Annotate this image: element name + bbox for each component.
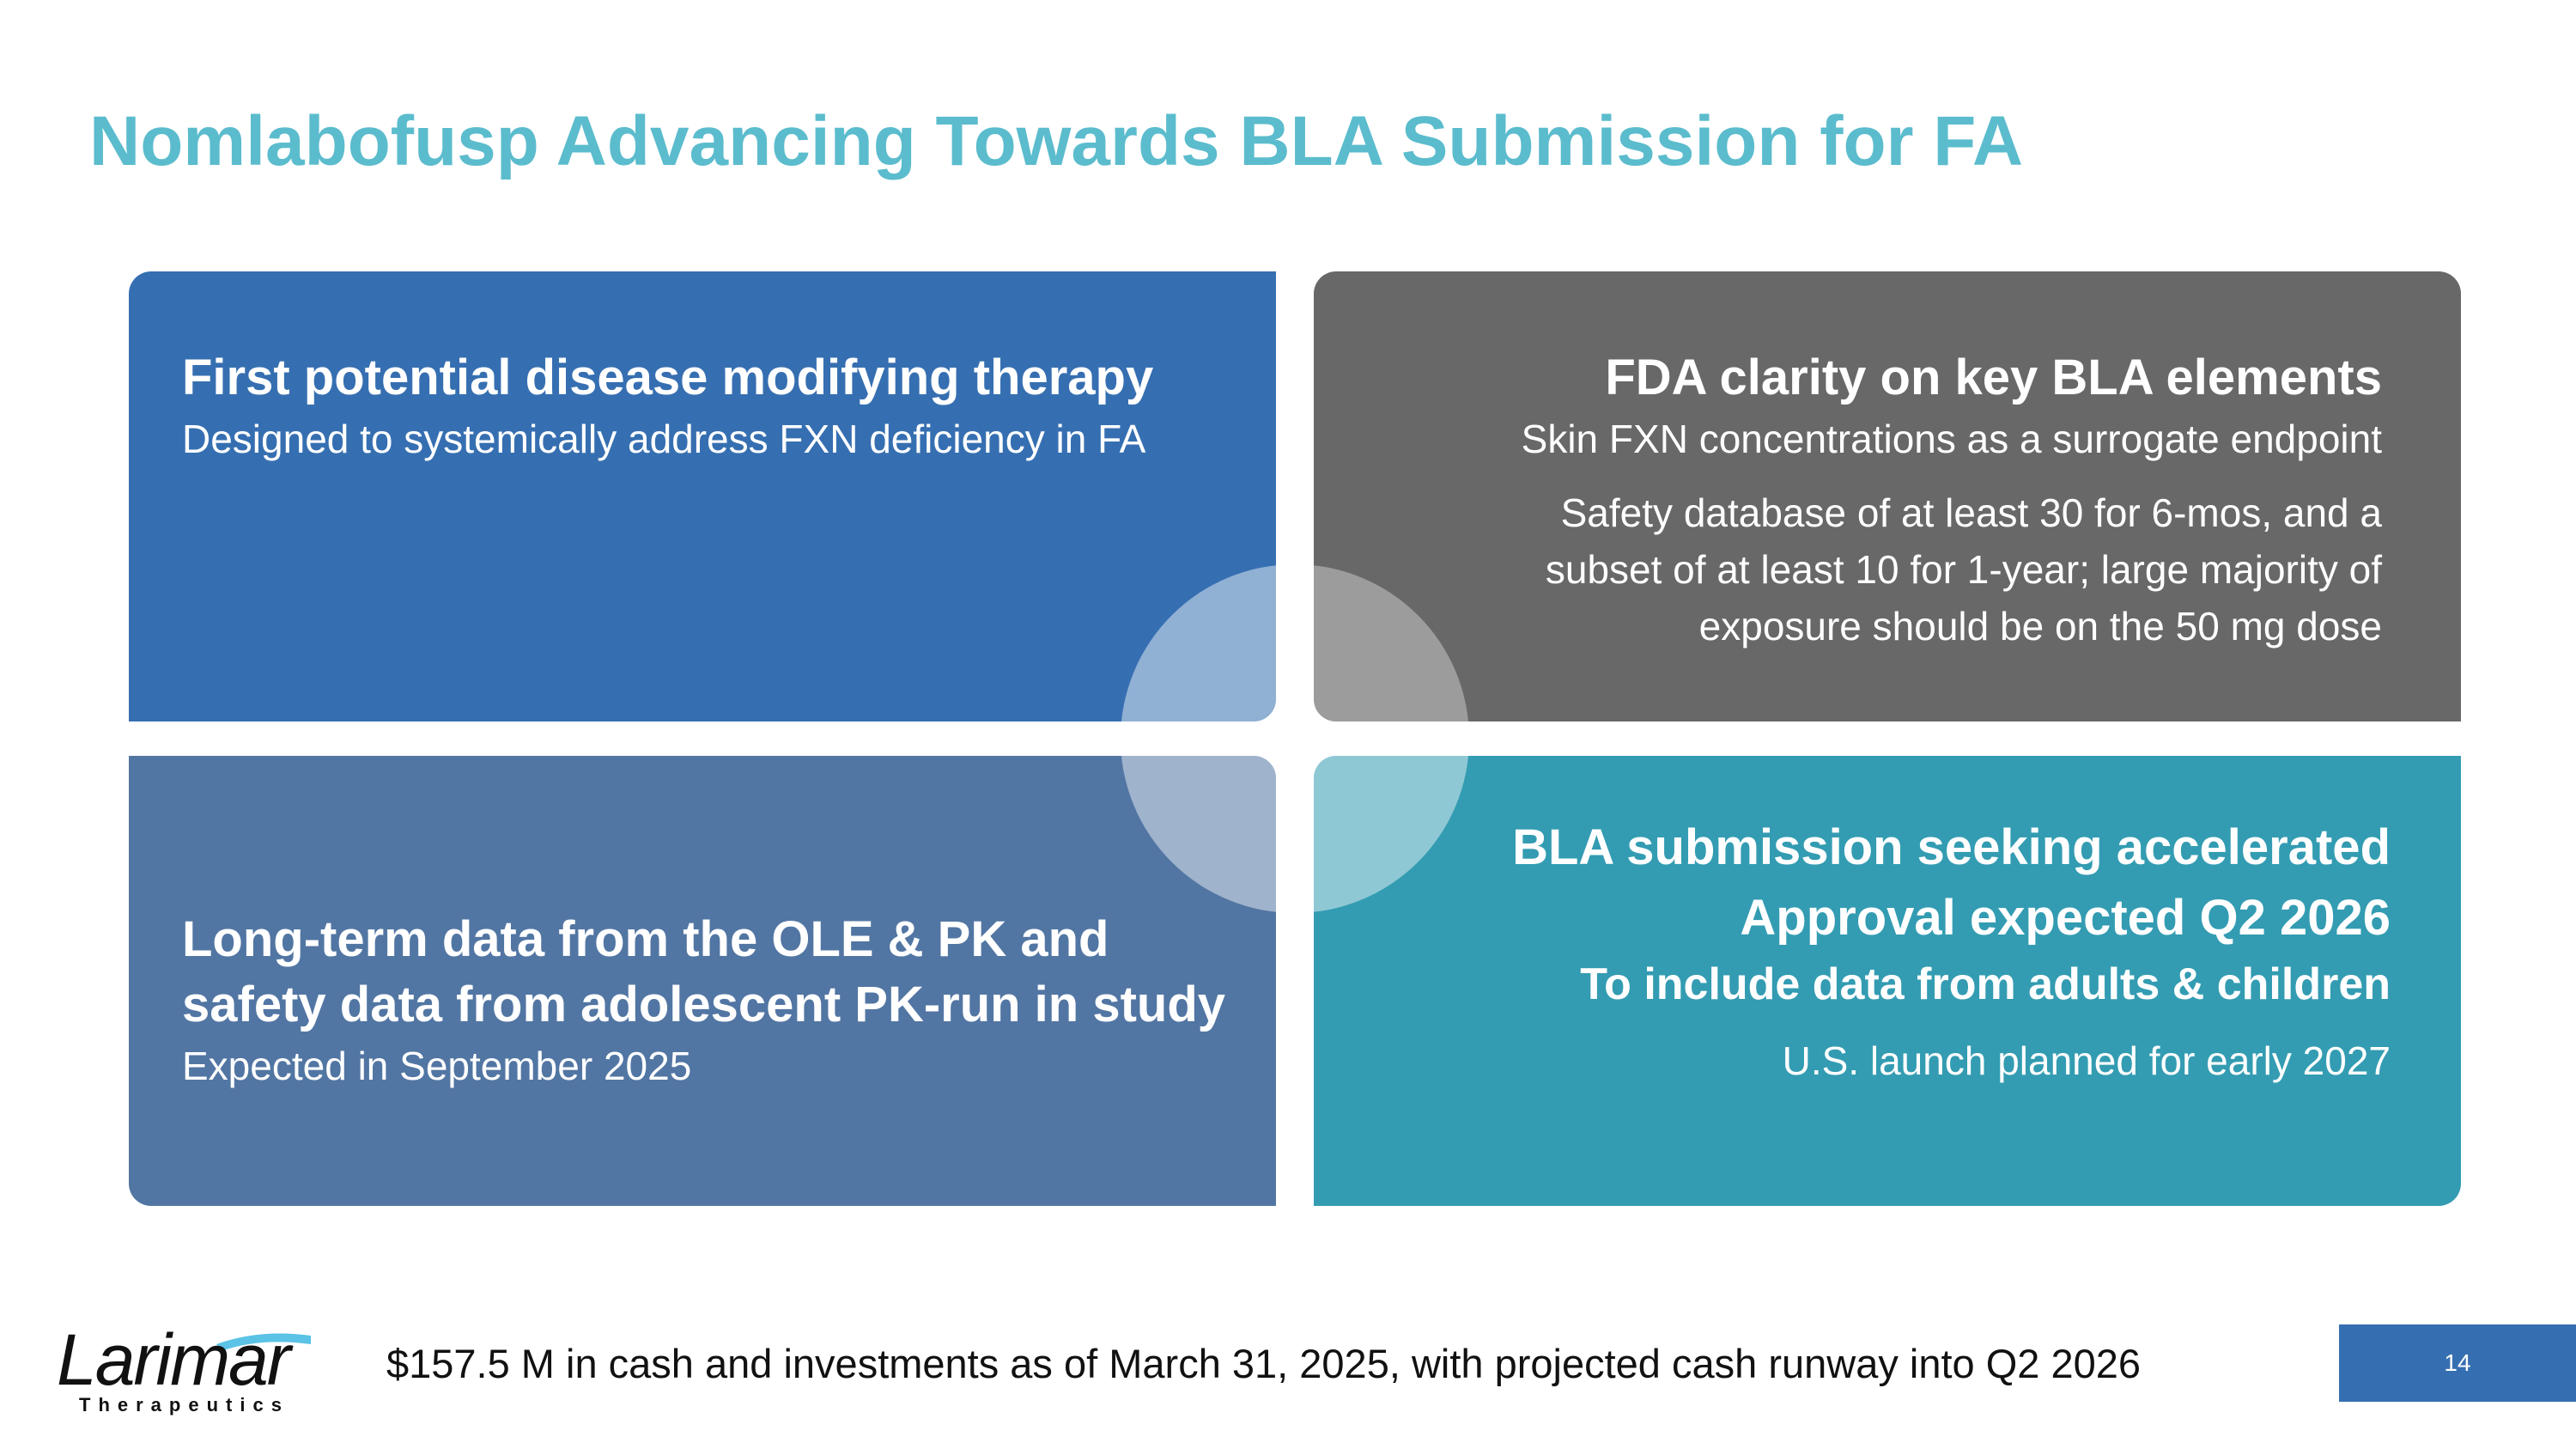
larimar-logo: Larimar Therapeutics xyxy=(53,1318,311,1416)
panel-heading-line: BLA submission seeking accelerated xyxy=(1512,819,2391,875)
panel-disease-modifying-therapy: First potential disease modifying therap… xyxy=(129,271,1276,721)
page-number: 14 xyxy=(2339,1324,2576,1402)
center-circle-segment xyxy=(1314,756,1469,913)
panel-heading: First potential disease modifying therap… xyxy=(182,350,1154,405)
panel-body: Expected in September 2025 xyxy=(182,1044,692,1088)
center-circle-segment xyxy=(1121,756,1276,913)
footer-cash-statement: $157.5 M in cash and investments as of M… xyxy=(386,1341,2142,1386)
panel-heading-line: Long-term data from the OLE & PK and xyxy=(182,911,1109,967)
panel-heading: FDA clarity on key BLA elements xyxy=(1605,350,2382,405)
panel-body: Designed to systemically address FXN def… xyxy=(182,417,1146,461)
slide-title: Nomlabofusp Advancing Towards BLA Submis… xyxy=(89,102,2024,180)
center-circle-segment xyxy=(1121,564,1276,721)
panel-body: U.S. launch planned for early 2027 xyxy=(1782,1038,2391,1083)
center-circle-segment xyxy=(1314,564,1469,721)
panel-body: Skin FXN concentrations as a surrogate e… xyxy=(1521,417,2382,461)
panel-heading-line: safety data from adolescent PK-run in st… xyxy=(182,977,1226,1032)
logo-tagline: Therapeutics xyxy=(79,1394,289,1416)
logo-wordmark: Larimar xyxy=(57,1319,291,1400)
panel-long-term-data: Long-term data from the OLE & PK and saf… xyxy=(129,756,1276,1206)
panel-fda-clarity: FDA clarity on key BLA elements Skin FXN… xyxy=(1314,271,2461,721)
panel-bla-submission: BLA submission seeking accelerated Appro… xyxy=(1314,756,2461,1206)
panel-subheading: To include data from adults & children xyxy=(1580,959,2391,1009)
panel-body-line: Safety database of at least 30 for 6-mos… xyxy=(1560,490,2382,535)
logo-wave-icon xyxy=(216,1333,311,1351)
panel-body-line: exposure should be on the 50 mg dose xyxy=(1698,604,2382,648)
panel-body-line: subset of at least 10 for 1-year; large … xyxy=(1545,547,2382,592)
panel-heading-line: Approval expected Q2 2026 xyxy=(1740,890,2391,946)
